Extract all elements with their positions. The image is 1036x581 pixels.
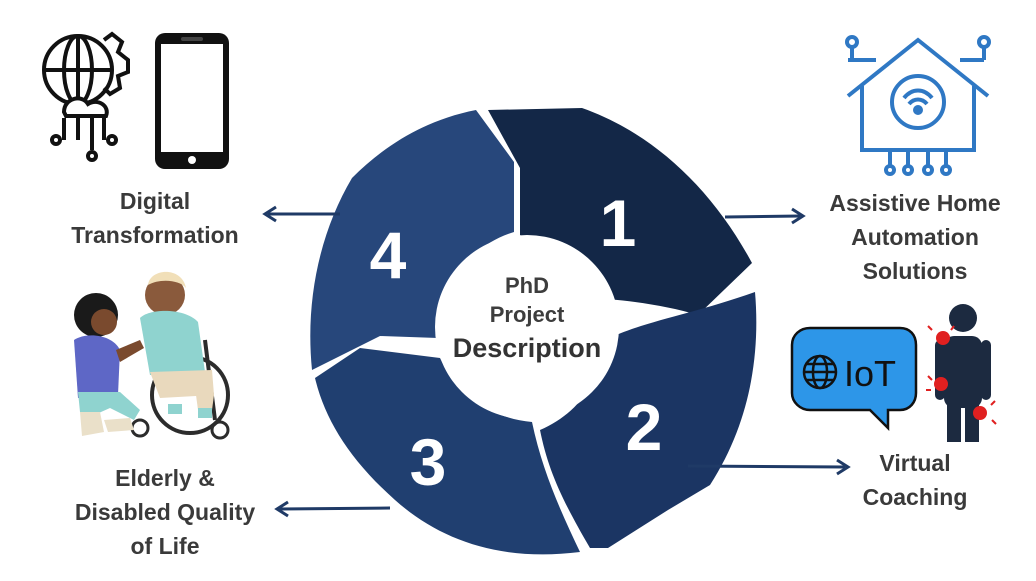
segment-4 — [310, 110, 514, 370]
arrow-to-home — [724, 207, 806, 225]
arrow-to-elderly — [274, 500, 391, 518]
caregiver-wheelchair-illustration — [74, 271, 230, 440]
label-home-line-3: Solutions — [862, 258, 968, 284]
arrow-to-digital — [262, 205, 340, 223]
segment-2 — [540, 292, 757, 548]
label-elderly-line-2: Disabled Quality — [74, 499, 256, 525]
body-sensor-icon — [926, 304, 997, 442]
label-coaching-line-2: Coaching — [862, 484, 968, 510]
label-elderly-line-3: of Life — [130, 533, 200, 559]
center-line-3: Description — [452, 333, 602, 363]
smart-home-wifi-icon — [845, 35, 991, 176]
label-virtual-coaching: Virtual Coaching — [815, 446, 1015, 514]
smartphone-icon — [155, 33, 229, 169]
label-digital-transformation: Digital Transformation — [30, 184, 280, 252]
arrow-to-coaching — [687, 458, 851, 476]
segment-number-1: 1 — [600, 186, 637, 260]
label-digital-line-1: Digital — [119, 188, 191, 214]
segment-number-3: 3 — [410, 425, 447, 499]
label-home-line-2: Automation — [851, 224, 979, 250]
label-assistive-home: Assistive Home Automation Solutions — [805, 186, 1025, 288]
segment-number-2: 2 — [626, 390, 663, 464]
label-coaching-line-1: Virtual — [879, 450, 951, 476]
label-elderly-quality: Elderly & Disabled Quality of Life — [40, 461, 290, 563]
center-title: PhD Project Description — [437, 272, 617, 366]
center-circle — [435, 235, 619, 419]
label-digital-line-2: Transformation — [71, 222, 239, 248]
center-line-1: PhD — [505, 273, 549, 298]
iot-label: IoT — [844, 353, 896, 394]
segment-3 — [315, 348, 580, 555]
segment-number-4: 4 — [370, 218, 407, 292]
globe-gear-cloud-icon — [42, 31, 130, 162]
label-home-line-1: Assistive Home — [829, 190, 1001, 216]
globe-icon — [802, 354, 838, 390]
iot-bubble — [790, 326, 918, 432]
center-line-2: Project — [489, 302, 565, 327]
label-elderly-line-1: Elderly & — [115, 465, 215, 491]
